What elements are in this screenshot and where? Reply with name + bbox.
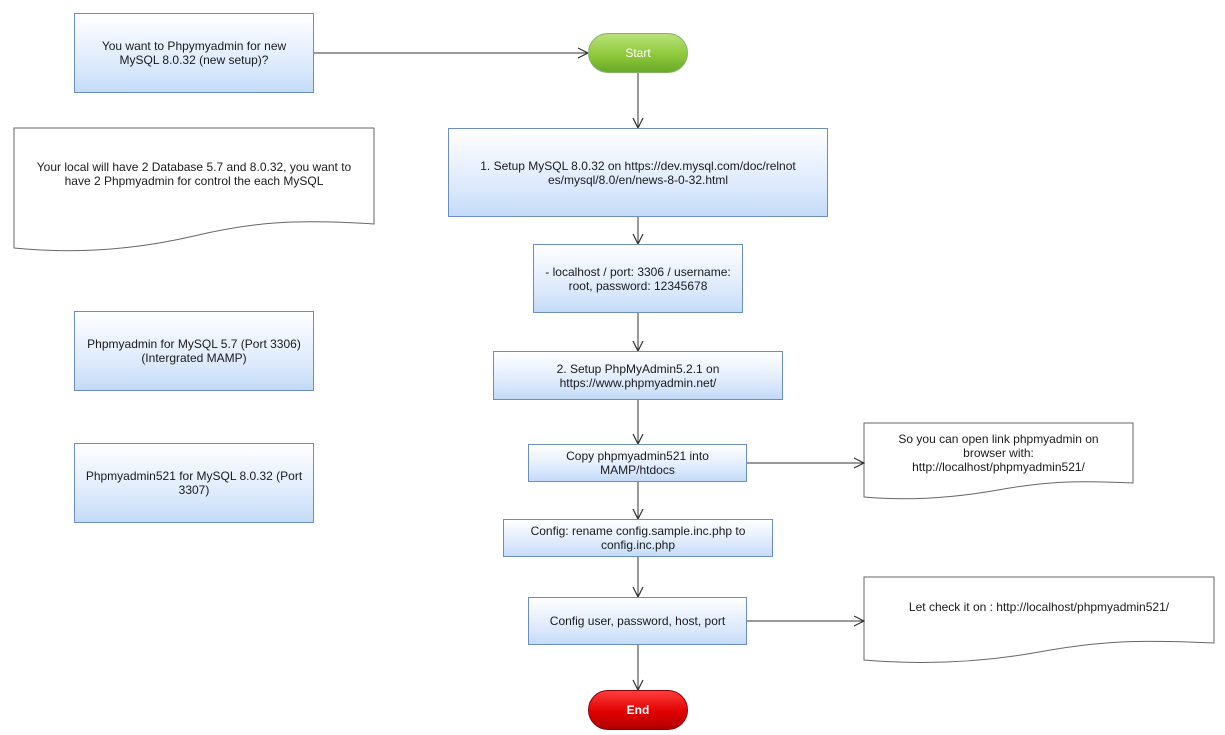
pma-57-box: Phpmyadmin for MySQL 5.7 (Port 3306) (In… (74, 311, 314, 391)
pma-57-label: Phpmyadmin for MySQL 5.7 (Port 3306) (In… (87, 337, 301, 365)
note-check: Let check it on : http://localhost/phpmy… (864, 600, 1214, 620)
rename-config-label: Config: rename config.sample.inc.php to … (530, 524, 746, 552)
step2-box: 2. Setup PhpMyAdmin5.2.1 on https://www.… (493, 351, 783, 400)
rename-config-box: Config: rename config.sample.inc.php to … (503, 519, 773, 557)
note-open-link-shape (863, 422, 1134, 500)
pma-8032-label: Phpmyadmin521 for MySQL 8.0.32 (Port 330… (85, 469, 303, 497)
question-label: You want to Phpymyadmin for new MySQL 8.… (101, 39, 287, 67)
pma-8032-box: Phpmyadmin521 for MySQL 8.0.32 (Port 330… (74, 443, 314, 523)
credentials-box: - localhost / port: 3306 / username: roo… (533, 244, 743, 313)
start-terminal: Start (588, 33, 688, 73)
config-user-label: Config user, password, host, port (549, 614, 726, 628)
end-terminal: End (588, 690, 688, 730)
config-user-box: Config user, password, host, port (528, 597, 747, 645)
note-check-shape (863, 576, 1215, 663)
start-label: Start (625, 46, 651, 60)
note-open-link: So you can open link phpmyadmin on brows… (864, 432, 1133, 477)
credentials-label: - localhost / port: 3306 / username: roo… (545, 264, 731, 293)
note-databases-label: Your local will have 2 Database 5.7 and … (36, 160, 352, 188)
end-label: End (626, 703, 650, 717)
copy-label: Copy phpmyadmin521 into MAMP/htdocs (566, 449, 709, 477)
note-open-link-label: So you can open link phpmyadmin on brows… (898, 432, 1099, 474)
note-databases: Your local will have 2 Database 5.7 and … (14, 160, 374, 200)
copy-box: Copy phpmyadmin521 into MAMP/htdocs (528, 444, 747, 482)
step2-label: 2. Setup PhpMyAdmin5.2.1 on https://www.… (556, 361, 720, 390)
question-box: You want to Phpymyadmin for new MySQL 8.… (74, 13, 314, 93)
step1-box: 1. Setup MySQL 8.0.32 on https://dev.mys… (448, 128, 828, 217)
step1-label: 1. Setup MySQL 8.0.32 on https://dev.mys… (480, 158, 796, 187)
note-databases-shape (13, 127, 375, 252)
note-check-label: Let check it on : http://localhost/phpmy… (908, 600, 1170, 614)
